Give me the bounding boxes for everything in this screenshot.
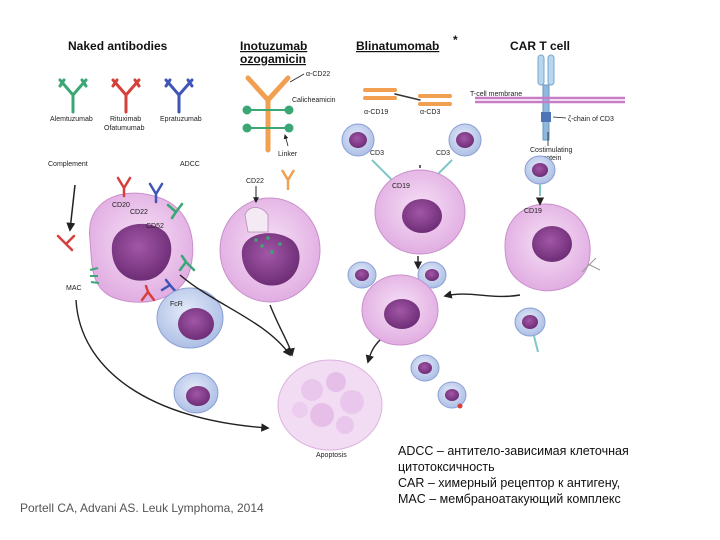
flow-arrow bbox=[443, 290, 521, 299]
label-mac: MAC bbox=[66, 285, 82, 292]
leader-line bbox=[289, 73, 305, 83]
label-costimulating: Costimulating bbox=[530, 147, 573, 154]
car-binding-icon bbox=[533, 335, 539, 353]
label-complement: Complement bbox=[48, 161, 88, 168]
t-cell-blina-right bbox=[448, 123, 482, 157]
header-inotuzumab: Inotuzumab bbox=[240, 39, 307, 53]
label-alpha-cd22: α-CD22 bbox=[306, 71, 330, 78]
calicheamicin-payload-icon bbox=[242, 105, 252, 115]
b-cell-blinatumomab-target bbox=[374, 169, 466, 255]
inotuzumab-antibody-icon bbox=[245, 75, 291, 153]
label-adcc: ADCC bbox=[180, 161, 200, 168]
epratuzumab-bound-icon bbox=[148, 182, 164, 204]
calicheamicin-payload-icon bbox=[284, 105, 294, 115]
label-cd19-car: CD19 bbox=[524, 208, 542, 215]
car-t-cell-small bbox=[524, 155, 556, 185]
label-linker: Linker bbox=[278, 151, 298, 158]
b-cell-naked-antibody-target bbox=[89, 192, 194, 303]
calicheamicin-payload-icon bbox=[242, 123, 252, 133]
label-rituximab: Rituximab bbox=[110, 116, 141, 123]
label-calicheamicin: Calicheamicin bbox=[292, 97, 336, 104]
abbreviation-legend: ADCC – антитело-зависимая клеточная цито… bbox=[398, 443, 713, 507]
label-epratuzumab: Epratuzumab bbox=[160, 116, 202, 123]
b-cell-car-t-target bbox=[504, 203, 591, 292]
t-cell-mid-right bbox=[417, 261, 447, 289]
flow-arrow bbox=[179, 274, 291, 357]
nk-effector-cell bbox=[156, 287, 224, 349]
nk-cell-lower bbox=[173, 372, 219, 414]
b-cell-inotuzumab-target bbox=[219, 197, 321, 303]
alemtuzumab-bound-icon bbox=[178, 254, 196, 272]
label-ofatumumab: Ofatumumab bbox=[104, 125, 145, 132]
label-apoptosis: Apoptosis bbox=[316, 452, 347, 459]
scribble-icon bbox=[581, 257, 601, 273]
legend-line: цитотоксичность bbox=[398, 460, 495, 474]
t-cell-lower-1 bbox=[410, 354, 440, 382]
label-alpha-cd19: α-CD19 bbox=[364, 109, 388, 116]
label-cd20: CD20 bbox=[112, 202, 130, 209]
label-fcr: FcR bbox=[170, 301, 183, 308]
flow-arrow bbox=[269, 304, 295, 357]
flow-arrow bbox=[75, 299, 270, 432]
label-cd3-left: CD3 bbox=[370, 150, 384, 157]
calicheamicin-payload-icon bbox=[284, 123, 294, 133]
t-cell-mid-left bbox=[347, 261, 377, 289]
rituximab-bound-icon bbox=[116, 176, 132, 198]
rituximab-antibody-icon bbox=[111, 78, 141, 114]
leader-arrow bbox=[283, 134, 289, 147]
flow-arrow bbox=[365, 339, 381, 364]
epratuzumab-bound-icon bbox=[160, 278, 178, 294]
header-blinatumomab-mark: * bbox=[453, 33, 458, 47]
t-cell-blina-left bbox=[341, 123, 375, 157]
label-cd22: CD22 bbox=[130, 209, 148, 216]
epratuzumab-antibody-icon bbox=[164, 78, 194, 114]
leader-line bbox=[552, 116, 567, 119]
car-receptor-icon bbox=[475, 54, 625, 141]
label-cd22-ino: CD22 bbox=[246, 178, 264, 185]
label-alemtuzumab: Alemtuzumab bbox=[50, 116, 93, 123]
label-alpha-cd3: α-CD3 bbox=[420, 109, 440, 116]
label-t-cell-membrane: T-cell membrane bbox=[470, 91, 522, 98]
label-cd3-right: CD3 bbox=[436, 150, 450, 157]
label-cd52: CD52 bbox=[146, 223, 164, 230]
t-cell-lower-2 bbox=[437, 381, 467, 409]
rituximab-bound-icon bbox=[140, 284, 156, 302]
complement-arrow bbox=[66, 184, 76, 232]
apoptotic-cell bbox=[277, 359, 383, 451]
legend-line: ADCC – антитело-зависимая клеточная bbox=[398, 444, 629, 458]
b-cell-middle-target bbox=[361, 274, 439, 346]
legend-line: MAC – мембраноатакующий комплекс bbox=[398, 492, 621, 506]
citation: Portell CA, Advani AS. Leuk Lymphoma, 20… bbox=[20, 501, 264, 515]
header-car-t-cell: CAR T cell bbox=[510, 39, 570, 53]
header-blinatumomab: Blinatumomab bbox=[356, 39, 439, 53]
rituximab-bound-icon bbox=[56, 234, 76, 252]
blinatumomab-bispecific-icon bbox=[363, 88, 452, 106]
label-protein: protein bbox=[540, 155, 562, 162]
car-t-cell-lower bbox=[514, 307, 546, 337]
alemtuzumab-antibody-icon bbox=[58, 78, 88, 114]
mac-pores-icon bbox=[89, 267, 100, 284]
alemtuzumab-bound-icon bbox=[166, 202, 184, 220]
inotuzumab-bound-icon bbox=[280, 169, 296, 190]
header-ozogamicin: ozogamicin bbox=[240, 52, 306, 66]
label-zeta-chain: ζ-chain of CD3 bbox=[568, 116, 614, 123]
header-naked-antibodies: Naked antibodies bbox=[68, 39, 168, 53]
label-cd19-blina: CD19 bbox=[392, 183, 410, 190]
legend-line: CAR – химерный рецептор к антигену, bbox=[398, 476, 621, 490]
